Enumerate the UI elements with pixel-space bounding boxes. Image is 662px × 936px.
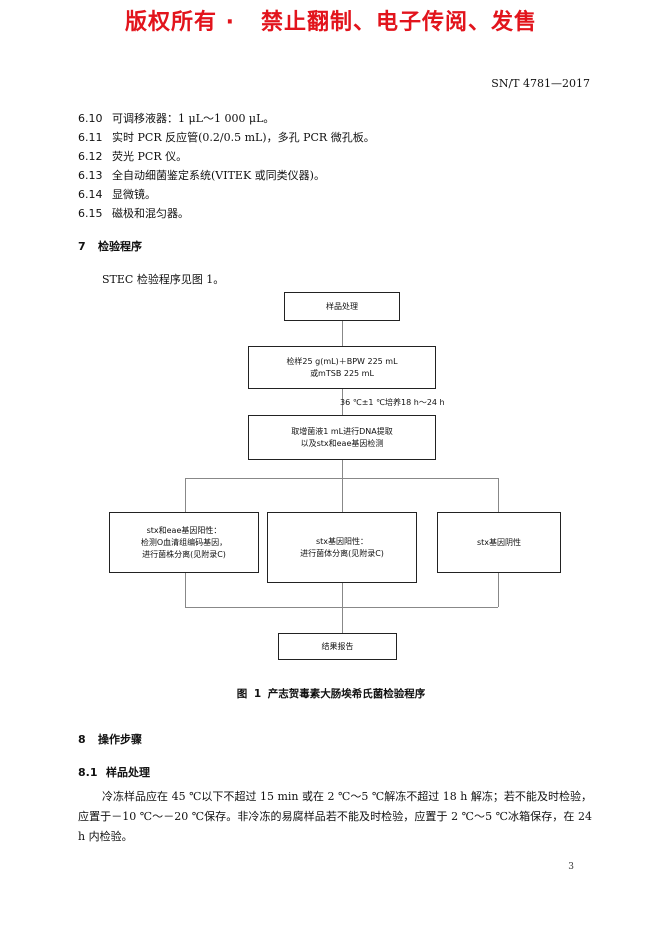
connector xyxy=(185,572,186,607)
flow-label: 取增菌液1 mL进行DNA提取 xyxy=(291,426,393,436)
flow-label: 进行菌体分离(见附录C) xyxy=(300,548,384,558)
list-item: 6.15 磁极和混匀器。 xyxy=(78,205,189,221)
flow-box-enrichment: 检样25 g(mL)＋BPW 225 mL 或mTSB 225 mL xyxy=(248,346,436,389)
flow-box-dna-extraction: 取增菌液1 mL进行DNA提取 以及stx和eae基因检测 xyxy=(248,415,436,460)
flow-label: stx基因阳性： xyxy=(315,536,369,546)
section-number: 8.1 xyxy=(78,766,98,779)
section-number: 7 xyxy=(78,240,86,253)
connector xyxy=(185,478,498,479)
flow-box-stx-eae-positive: stx和eae基因阳性： 检测O血清组编码基因， 进行菌株分离(见附录C) xyxy=(109,512,259,573)
flow-box-result-report: 结果报告 xyxy=(278,633,397,660)
document-number: SN/T 4781—2017 xyxy=(491,77,590,90)
connector xyxy=(342,478,343,512)
flow-box-stx-positive: stx基因阳性： 进行菌体分离(见附录C) xyxy=(267,512,417,583)
paragraph: 冷冻样品应在 45 ℃以下不超过 15 min 或在 2 ℃～5 ℃解冻不超过 … xyxy=(78,790,592,843)
section-title: 操作步骤 xyxy=(98,733,142,746)
section-heading: 7 检验程序 xyxy=(78,238,142,254)
connector xyxy=(185,478,186,512)
list-item: 6.13 全自动细菌鉴定系统(VITEK 或同类仪器)。 xyxy=(78,167,325,183)
flow-label: 以及stx和eae基因检测 xyxy=(300,438,384,448)
item-text: 可调移液器：1 μL～1 000 μL。 xyxy=(112,112,275,125)
item-number: 6.10 xyxy=(78,112,103,125)
section-intro: STEC 检验程序见图 1。 xyxy=(102,273,225,286)
list-item: 6.12 荧光 PCR 仪。 xyxy=(78,148,187,164)
connector xyxy=(185,607,498,608)
section-title: 检验程序 xyxy=(98,240,142,253)
watermark-banner: 版权所有 · 禁止翻制、电子传阅、发售 xyxy=(125,10,537,35)
section-heading: 8 操作步骤 xyxy=(78,731,142,747)
item-text: 显微镜。 xyxy=(112,188,156,201)
subsection-heading: 8.1 样品处理 xyxy=(78,764,150,780)
list-item: 6.14 显微镜。 xyxy=(78,186,156,202)
item-number: 6.14 xyxy=(78,188,103,201)
item-text: 全自动细菌鉴定系统(VITEK 或同类仪器)。 xyxy=(112,169,325,182)
connector xyxy=(342,459,343,478)
flow-label: stx基因阴性 xyxy=(476,537,522,547)
culture-condition: 36 ℃±1 ℃培养18 h～24 h xyxy=(340,398,445,407)
flow-label: 样品处理 xyxy=(326,301,358,311)
flow-label: stx和eae基因阳性： xyxy=(146,525,222,535)
flow-label: 结果报告 xyxy=(321,641,354,651)
section-number: 8 xyxy=(78,733,86,746)
flow-label: 检测O血清组编码基因， xyxy=(140,537,228,547)
item-number: 6.12 xyxy=(78,150,103,163)
connector xyxy=(342,388,343,415)
item-number: 6.13 xyxy=(78,169,103,182)
list-item: 6.11 实时 PCR 反应管(0.2/0.5 mL)，多孔 PCR 微孔板。 xyxy=(78,129,375,145)
connector xyxy=(342,320,343,347)
flow-label: 或mTSB 225 mL xyxy=(310,368,374,378)
item-number: 6.11 xyxy=(78,131,103,144)
flow-label: 进行菌株分离(见附录C) xyxy=(142,549,226,559)
item-text: 磁极和混匀器。 xyxy=(112,207,189,220)
item-number: 6.15 xyxy=(78,207,103,220)
flow-label: 检样25 g(mL)＋BPW 225 mL xyxy=(286,356,398,366)
connector xyxy=(498,572,499,607)
page-number: 3 xyxy=(568,862,574,872)
figure-caption: 图 1 产志贺毒素大肠埃希氏菌检验程序 xyxy=(236,688,426,700)
flow-box-stx-negative: stx基因阴性 xyxy=(437,512,561,573)
flow-box-sample-processing: 样品处理 xyxy=(284,292,400,321)
item-text: 荧光 PCR 仪。 xyxy=(112,150,188,163)
section-title: 样品处理 xyxy=(106,766,150,779)
connector xyxy=(342,582,343,633)
list-item: 6.10 可调移液器：1 μL～1 000 μL。 xyxy=(78,110,274,126)
item-text: 实时 PCR 反应管(0.2/0.5 mL)，多孔 PCR 微孔板。 xyxy=(112,131,375,144)
connector xyxy=(498,478,499,512)
